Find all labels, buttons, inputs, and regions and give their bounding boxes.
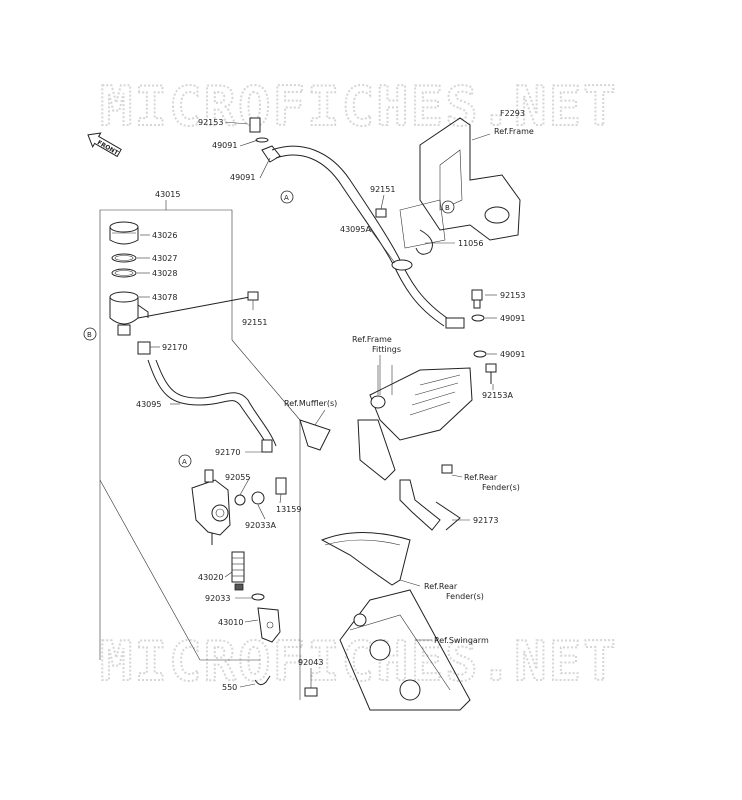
circlip-92033A [251, 491, 265, 505]
label-92043: 92043 [298, 658, 323, 667]
label-43078: 43078 [152, 293, 177, 302]
pushrod-43020 [231, 551, 245, 591]
label-92151-right: 92151 [370, 185, 395, 194]
figure-code: F2293 [500, 109, 525, 118]
label-92153-right: 92153 [500, 291, 525, 300]
label-ref-rear-fender-a2: Fender(s) [482, 483, 520, 492]
callout-b-upper: B [441, 200, 455, 214]
label-92055: 92055 [225, 473, 250, 482]
washer-49091-d [473, 350, 487, 358]
label-49091-d: 49091 [500, 350, 525, 359]
label-43028: 43028 [152, 269, 177, 278]
hose-43095A [249, 117, 465, 329]
clip-11056 [415, 229, 433, 255]
label-550: 550 [222, 683, 237, 692]
label-ref-rear-fender-a1: Ref.Rear [464, 473, 498, 482]
rear-fender-lower [320, 532, 411, 586]
callout-b-lower: B [83, 327, 97, 341]
label-43095: 43095 [136, 400, 161, 409]
leader-lines [137, 121, 497, 688]
pin-92043 [304, 687, 318, 697]
label-43010: 43010 [218, 618, 243, 627]
svg-text:B: B [87, 331, 92, 339]
frame-fittings [357, 365, 473, 481]
label-ref-frame-fittings-1: Ref.Frame [352, 335, 392, 344]
swingarm [339, 589, 471, 711]
frame-section [399, 117, 521, 249]
label-43020: 43020 [198, 573, 223, 582]
label-43026: 43026 [152, 231, 177, 240]
label-92153-top: 92153 [198, 118, 223, 127]
label-49091-c: 49091 [500, 314, 525, 323]
label-ref-rear-fender-b1: Ref.Rear [424, 582, 458, 591]
clevis-43010 [257, 607, 281, 643]
label-43015: 43015 [155, 190, 180, 199]
reservoir-cap [109, 221, 139, 245]
ring-92033 [251, 593, 265, 601]
callout-a-lower: A [178, 454, 192, 468]
label-ref-swingarm: Ref.Swingarm [434, 636, 489, 645]
diaphragm-ring [111, 253, 137, 263]
label-92170-a: 92170 [162, 343, 187, 352]
label-ref-rear-fender-b2: Fender(s) [446, 592, 484, 601]
bolt-92153-right [471, 289, 483, 309]
svg-text:A: A [284, 194, 289, 202]
rear-fender-stay [399, 464, 461, 531]
label-92173: 92173 [473, 516, 498, 525]
watermark-top: MICROFICHES.NET [100, 75, 618, 138]
svg-text:B: B [445, 204, 450, 212]
reservoir-tank [109, 291, 149, 336]
assembly-bracket [99, 200, 301, 700]
label-92170-b: 92170 [215, 448, 240, 457]
cotter-pin-550 [254, 675, 271, 686]
watermark-bottom: MICROFICHES.NET [100, 630, 618, 693]
label-43095A: 43095A [340, 225, 371, 234]
oring-92055 [234, 494, 246, 506]
label-92153A: 92153A [482, 391, 513, 400]
label-43027: 43027 [152, 254, 177, 263]
label-ref-frame-fittings-2: Fittings [372, 345, 401, 354]
label-13159: 13159 [276, 505, 301, 514]
hose-43095 [137, 341, 277, 453]
label-92033A: 92033A [245, 521, 276, 530]
label-ref-muffler: Ref.Muffler(s) [284, 399, 337, 408]
label-49091-a: 49091 [212, 141, 237, 150]
bolt-92151-left [137, 291, 259, 319]
label-ref-frame: Ref.Frame [494, 127, 534, 136]
plate-ring [111, 268, 137, 278]
bolt-92151-right [375, 208, 387, 218]
svg-text:A: A [182, 458, 187, 466]
muffler-bracket [299, 419, 331, 451]
bolt-92153A [485, 363, 497, 384]
label-92151-left: 92151 [242, 318, 267, 327]
washer-49091-c [471, 314, 485, 322]
callout-a-upper: A [280, 190, 294, 204]
label-92033: 92033 [205, 594, 230, 603]
label-49091-b: 49091 [230, 173, 255, 182]
master-cylinder [191, 469, 231, 545]
joint-13159 [275, 477, 287, 495]
label-11056: 11056 [458, 239, 483, 248]
